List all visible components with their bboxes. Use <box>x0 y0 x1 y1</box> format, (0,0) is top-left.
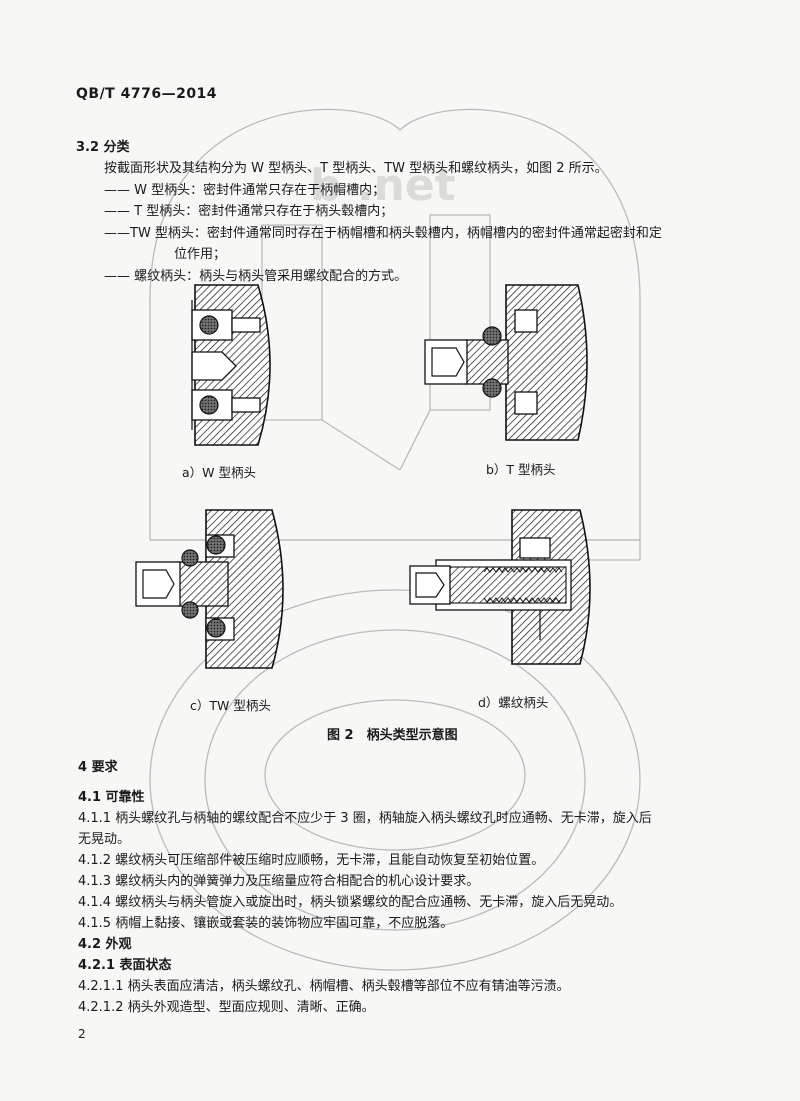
watermark-ellipse-outer <box>149 589 641 971</box>
list-item: ——TW 型柄头：密封件通常同时存在于柄帽槽和柄头毂槽内，柄帽槽内的密封件通常起… <box>104 226 662 241</box>
watermark-inner-rect-2 <box>429 214 491 411</box>
list-item: —— W 型柄头：密封件通常只存在于柄帽槽内； <box>104 183 386 198</box>
clause-4-1-5: 4.1.5 柄帽上黏接、镶嵌或套装的装饰物应牢固可靠，不应脱落。 <box>78 916 454 931</box>
clause-4-2-1-2: 4.2.1.2 柄头外观造型、型面应规则、清晰、正确。 <box>78 1000 375 1015</box>
section-3-2-intro: 按截面形状及其结构分为 W 型柄头、T 型柄头、TW 型柄头和螺纹柄头，如图 2… <box>104 161 608 176</box>
clause-4-1-3: 4.1.3 螺纹柄头内的弹簧弹力及压缩量应符合相配合的机心设计要求。 <box>78 874 480 889</box>
figure-a-w-type <box>191 284 271 446</box>
figure-d-threaded-type <box>409 509 591 665</box>
figure-caption-d: d）螺纹柄头 <box>478 695 549 710</box>
section-4-2-heading: 4.2 外观 <box>78 937 132 952</box>
clause-4-1-1-continuation: 无晃动。 <box>78 832 131 847</box>
clause-4-1-1: 4.1.1 柄头螺纹孔与柄轴的螺纹配合不应少于 3 圈，柄轴旋入柄头螺纹孔时应通… <box>78 811 652 826</box>
watermark-heart-outline <box>149 108 641 541</box>
figure-caption-c: c）TW 型柄头 <box>190 698 271 713</box>
document-code: QB/T 4776—2014 <box>76 86 218 102</box>
figure-b-t-type <box>424 284 588 441</box>
section-4-2-1-heading: 4.2.1 表面状态 <box>78 958 172 973</box>
section-4-heading: 4 要求 <box>78 760 118 775</box>
figure-caption-a: a）W 型柄头 <box>182 465 256 480</box>
clause-4-2-1-1: 4.2.1.1 柄头表面应清洁，柄头螺纹孔、柄帽槽、柄头毂槽等部位不应有锖油等污… <box>78 979 570 994</box>
watermark-text: b .net <box>310 160 456 211</box>
clause-4-1-4: 4.1.4 螺纹柄头与柄头管旋入或旋出时，柄头锁紧螺纹的配合应通畅、无卡滞，旋入… <box>78 895 623 910</box>
section-4-1-heading: 4.1 可靠性 <box>78 790 145 805</box>
page-number: 2 <box>78 1027 86 1041</box>
watermark-ellipse-mid <box>204 629 586 931</box>
watermark-ellipse-inner <box>264 699 526 851</box>
figure-caption-b: b）T 型柄头 <box>486 462 556 477</box>
list-item: —— T 型柄头：密封件通常只存在于柄头毂槽内； <box>104 204 394 219</box>
clause-4-1-2: 4.1.2 螺纹柄头可压缩部件被压缩时应顺畅，无卡滞，且能自动恢复至初始位置。 <box>78 853 545 868</box>
list-item-continuation: 位作用； <box>174 247 227 262</box>
list-item: —— 螺纹柄头：柄头与柄头管采用螺纹配合的方式。 <box>104 269 408 284</box>
section-3-2-heading: 3.2 分类 <box>76 140 130 155</box>
figure-c-tw-type <box>135 509 284 669</box>
figure-title: 图 2 柄头类型示意图 <box>327 728 458 743</box>
